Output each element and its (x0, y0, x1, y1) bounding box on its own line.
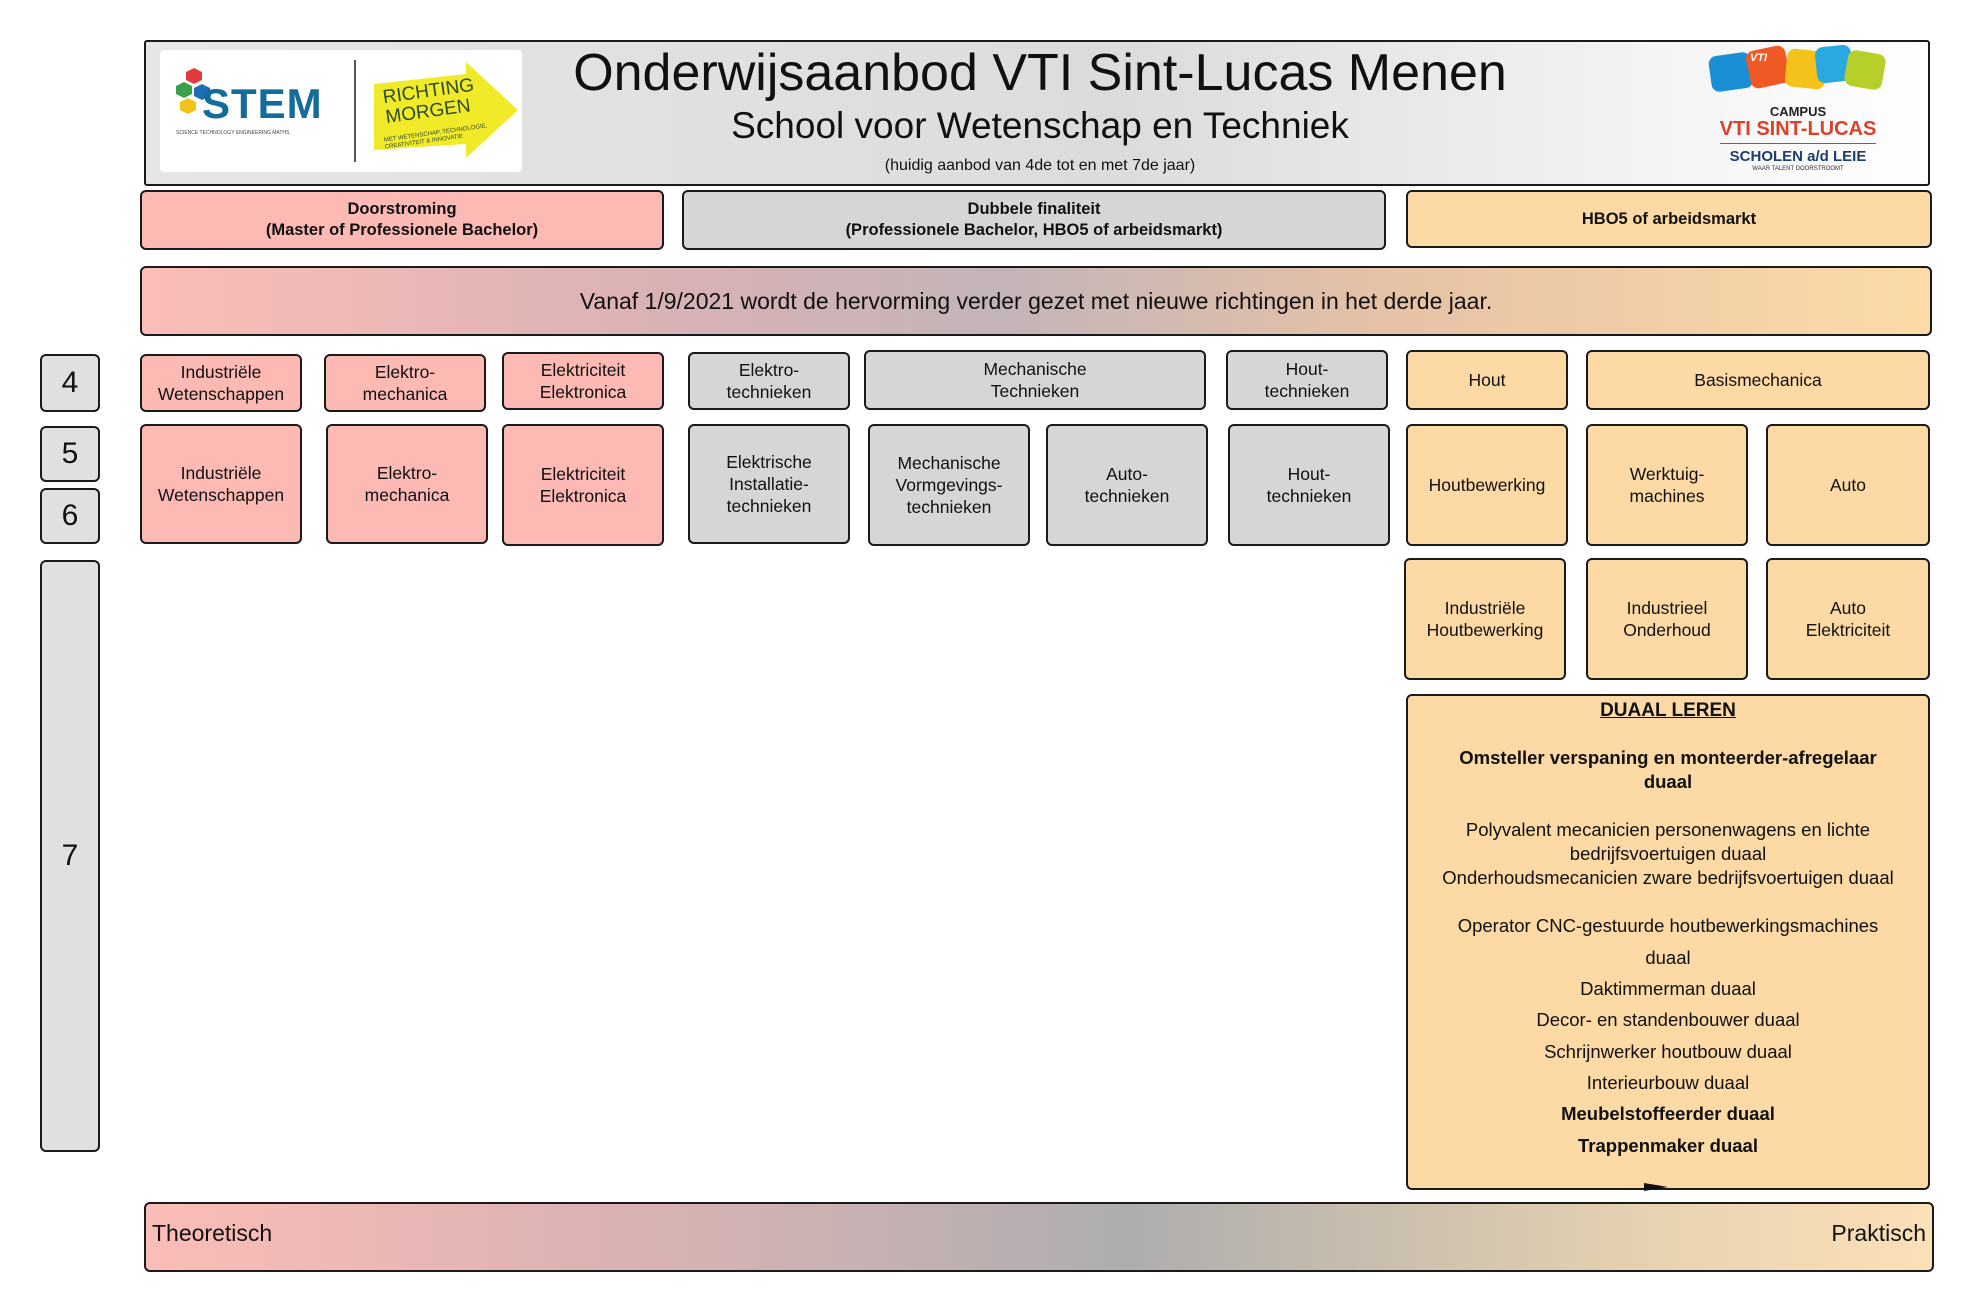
duaal-item: Onderhoudsmecanicien zware bedrijfsvoert… (1442, 867, 1894, 888)
category-dubbele-finaliteit: Dubbele finaliteit (Professionele Bachel… (682, 190, 1386, 250)
campus-logo-line4: WAAR TALENT DOORSTROOMT (1752, 166, 1844, 172)
duaal-item: Omsteller verspaning en monteerder-afreg… (1459, 747, 1877, 792)
program-56-autotechnieken: Auto- technieken (1046, 424, 1208, 546)
duaal-item: Schrijnwerker houtbouw duaal (1544, 1041, 1792, 1062)
program-4-hout: Hout (1406, 350, 1568, 410)
program-4-industriele-wetenschappen: Industriële Wetenschappen (140, 354, 302, 412)
program-56-houtbewerking: Houtbewerking (1406, 424, 1568, 546)
stem-hexagons-icon (176, 68, 210, 114)
program-4-elektromechanica: Elektro- mechanica (324, 354, 486, 412)
duaal-item: Interieurbouw duaal (1586, 1072, 1750, 1093)
category-hbo5: HBO5 of arbeidsmarkt (1406, 190, 1932, 248)
program-7-industrieel-onderhoud: Industrieel Onderhoud (1586, 558, 1748, 680)
duaal-item: Polyvalent mecanicien personenwagens en … (1465, 819, 1871, 864)
duaal-item: Daktimmerman duaal (1580, 978, 1756, 999)
page-title: Onderwijsaanbod VTI Sint-Lucas Menen (573, 44, 1507, 102)
program-56-auto: Auto (1766, 424, 1930, 546)
duaal-item: Trappenmaker duaal (1578, 1135, 1758, 1156)
program-4-basismechanica: Basismechanica (1586, 350, 1930, 410)
page-note: (huidig aanbod van 4de tot en met 7de ja… (884, 157, 1196, 174)
stem-logo-subtext: SCIENCE TECHNOLOGY ENGINEERING MATHS (176, 130, 290, 136)
campus-logo-line3: SCHOLEN a/d LEIE (1729, 148, 1867, 165)
program-56-elektromechanica: Elektro- mechanica (326, 424, 488, 544)
stem-logo-block: STEM SCIENCE TECHNOLOGY ENGINEERING MATH… (160, 50, 522, 172)
campus-logo-line2: VTI SINT-LUCAS (1719, 118, 1877, 140)
program-4-elektrotechnieken: Elektro- technieken (688, 352, 850, 410)
axis-left-label: Theoretisch (152, 1220, 273, 1246)
program-56-elektriciteit-elektronica: Elektriciteit Elektronica (502, 424, 664, 546)
year-5: 5 (40, 426, 100, 482)
program-4-mechanische-technieken: Mechanische Technieken (864, 350, 1206, 410)
duaal-item: Meubelstoffeerder duaal (1561, 1103, 1775, 1124)
campus-tiles-icon (1708, 45, 1886, 92)
program-56-industriele-wetenschappen: Industriële Wetenschappen (140, 424, 302, 544)
program-4-elektriciteit-elektronica: Elektriciteit Elektronica (502, 352, 664, 410)
program-4-houttechnieken: Hout- technieken (1226, 350, 1388, 410)
program-7-industriele-houtbewerking: Industriële Houtbewerking (1404, 558, 1566, 680)
year-6: 6 (40, 488, 100, 544)
program-56-werktuigmachines: Werktuig- machines (1586, 424, 1748, 546)
duaal-item: Decor- en standenbouwer duaal (1536, 1009, 1800, 1030)
page-subtitle: School voor Wetenschap en Techniek (731, 105, 1349, 146)
duaal-item: duaal (1645, 947, 1691, 968)
campus-logo-separator (1720, 143, 1876, 144)
campus-logo: VTI CAMPUS VTI SINT-LUCAS SCHOLEN a/d LE… (1700, 40, 1896, 180)
program-56-elektrische-installatietechnieken: Elektrische Installatie- technieken (688, 424, 850, 544)
duaal-leren-title: DUAAL LEREN (1600, 700, 1736, 721)
logo-divider (354, 60, 356, 162)
arrow-icon (374, 62, 518, 158)
duaal-leren-panel: DUAAL LEREN Omsteller verspaning en mont… (1406, 694, 1930, 1191)
reform-banner: Vanaf 1/9/2021 wordt de hervorming verde… (140, 266, 1932, 336)
axis-right-label: Praktisch (1831, 1220, 1926, 1246)
program-56-houttechnieken: Hout- technieken (1228, 424, 1390, 546)
program-56-mechanische-vormgevingstechnieken: Mechanische Vormgevings- technieken (868, 424, 1030, 546)
program-7-auto-elektriciteit: Auto Elektriciteit (1766, 558, 1930, 680)
category-doorstroming: Doorstroming (Master of Professionele Ba… (140, 190, 664, 250)
campus-logo-badge: VTI (1750, 52, 1768, 64)
arrow-right-icon (1644, 1183, 1668, 1191)
stem-logo-text: STEM (202, 80, 323, 127)
year-4: 4 (40, 354, 100, 412)
duaal-item: Operator CNC-gestuurde houtbewerkingsmac… (1457, 915, 1879, 936)
year-7: 7 (40, 560, 100, 1152)
theory-practice-bar (144, 1202, 1934, 1272)
campus-logo-line1: CAMPUS (1769, 104, 1827, 119)
